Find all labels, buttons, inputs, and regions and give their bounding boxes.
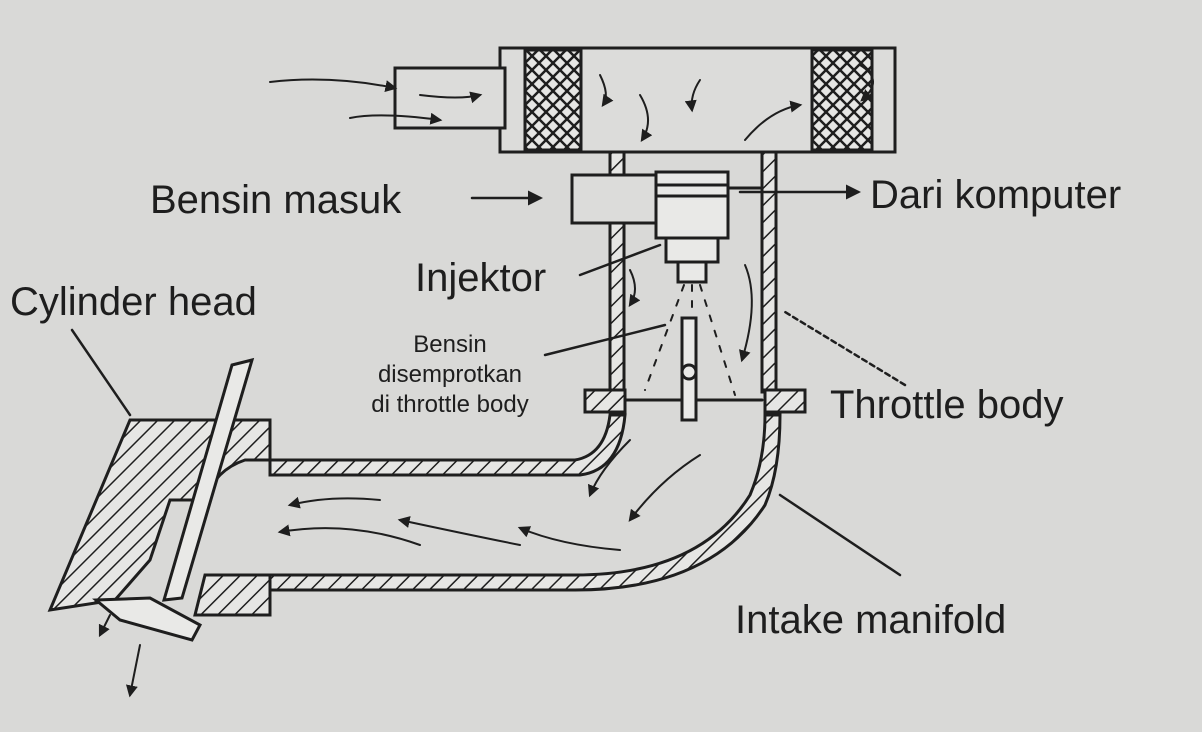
label-bensin-line-3: di throttle body bbox=[371, 391, 529, 418]
label-bensin-disemprotkan: Bensin disemprotkan di throttle body bbox=[330, 330, 570, 420]
label-dari-komputer: Dari komputer bbox=[870, 173, 1122, 217]
label-bensin-line-1: Bensin bbox=[413, 331, 487, 358]
fuel-spray bbox=[644, 284, 736, 396]
label-intake-manifold: Intake manifold bbox=[735, 598, 1007, 642]
label-bensin-masuk: Bensin masuk bbox=[150, 178, 402, 222]
leader-lines bbox=[70, 184, 907, 577]
intake-manifold bbox=[268, 413, 782, 592]
label-bensin-line-2: disemprotkan bbox=[377, 361, 523, 388]
throttle-plate bbox=[623, 316, 764, 422]
valve bbox=[92, 357, 255, 642]
fuel-injector bbox=[570, 170, 762, 284]
airflow-arrows bbox=[98, 64, 874, 698]
label-injektor: Injektor bbox=[415, 256, 547, 300]
label-cylinder-head: Cylinder head bbox=[10, 280, 257, 324]
cylinder-head bbox=[47, 418, 272, 617]
label-throttle-body: Throttle body bbox=[830, 383, 1064, 427]
